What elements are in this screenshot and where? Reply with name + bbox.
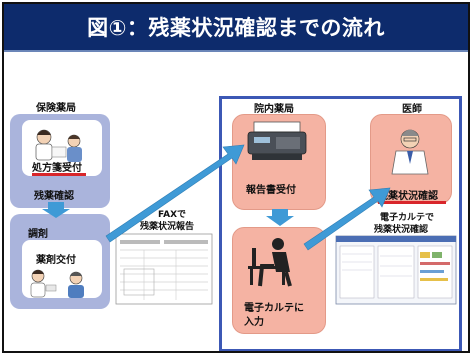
- step-dispense-label: 調剤: [28, 229, 48, 240]
- emr-screen-icon: [335, 235, 457, 305]
- hospital-pharmacy-heading: 院内薬局: [254, 104, 294, 115]
- fax-label-line2: 残薬状況報告: [140, 222, 195, 232]
- arrow-input-to-doctor: [303, 187, 391, 251]
- pharmacy-heading: 保険薬局: [36, 103, 76, 114]
- fax-label-line1: FAXで: [158, 210, 187, 220]
- diagram-title: 図①：残薬状況確認までの流れ: [87, 16, 385, 40]
- computer-user-icon: [248, 238, 292, 287]
- fax-report-document-icon: [115, 233, 213, 305]
- patient-icon: [30, 269, 84, 298]
- arrow-receive-to-input: [266, 209, 294, 226]
- confirm-underline: [378, 201, 446, 204]
- step-receive-label: 報告書受付: [246, 185, 296, 196]
- arrow-fax-to-hospital: [105, 144, 245, 243]
- step-check-label: 残薬確認: [34, 191, 74, 202]
- fax-machine-icon: [247, 121, 307, 160]
- step-confirm-label: 残薬状況確認: [378, 191, 438, 202]
- flow-arrows: [42, 144, 391, 251]
- doctor-caption-line1: 電子カルテで: [380, 213, 435, 223]
- pharmacist-icon: [35, 129, 82, 162]
- step-input-label-line2: 入力: [244, 317, 264, 328]
- step-prescription-label: 処方箋受付: [32, 163, 82, 174]
- doctor-icon: [391, 129, 429, 175]
- arrow-check-to-dispense: [42, 202, 70, 218]
- step-input-label-line1: 電子カルテに: [244, 303, 304, 314]
- doctor-heading: 医師: [402, 104, 422, 115]
- prescription-underline: [32, 173, 86, 176]
- doctor-caption-line2: 残薬状況確認: [374, 225, 429, 235]
- title-bar: 図①：残薬状況確認までの流れ: [4, 4, 468, 52]
- step-handover-label: 薬剤交付: [36, 255, 76, 266]
